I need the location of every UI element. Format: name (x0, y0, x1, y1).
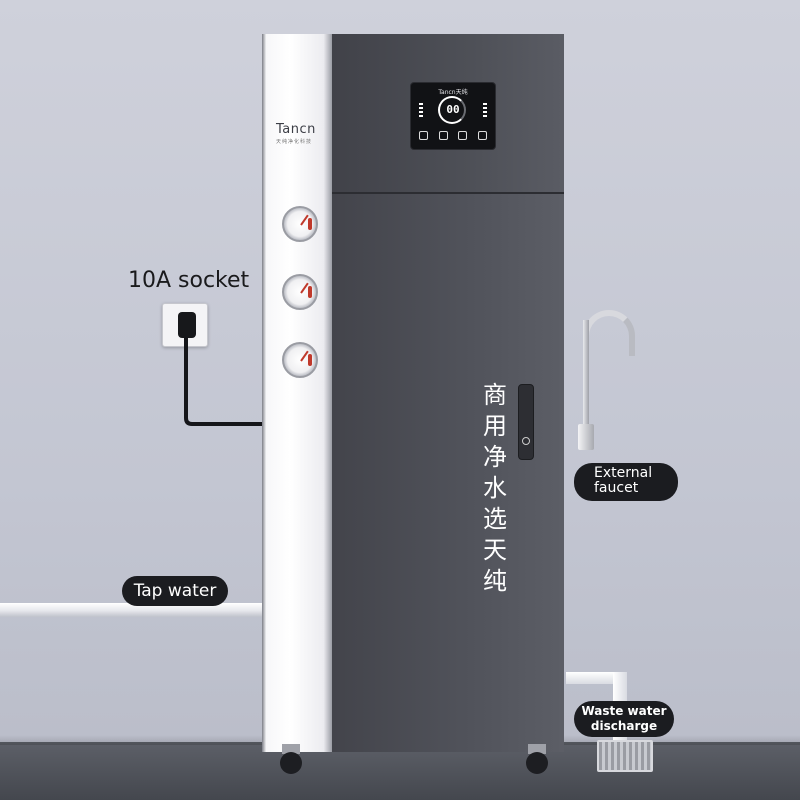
slogan-vertical-text: 商用净水选天纯 (483, 381, 507, 595)
wheel-mount (282, 744, 300, 754)
water-purifier-machine: Tancn 天纯净化科技 Tancn天纯 00 商用净水选天纯 (262, 34, 564, 752)
faucet-stem (583, 320, 589, 430)
external-faucet-label-line2: faucet (594, 480, 639, 496)
display-button-icon (419, 131, 428, 140)
display-button-icon (438, 131, 448, 140)
waste-water-label-line1: Waste water (581, 704, 667, 718)
display-button-icon (458, 131, 468, 140)
waste-water-label-line2: discharge (590, 719, 658, 733)
door-handle (518, 384, 534, 460)
display-digits: 00 (446, 103, 460, 116)
pressure-gauge-3 (282, 342, 318, 378)
pressure-gauge-2 (282, 274, 318, 310)
wheel-mount (528, 744, 546, 754)
external-faucet-label: External faucet (574, 463, 678, 501)
faucet-arc (583, 310, 635, 356)
display-level-bars-right (483, 103, 487, 117)
machine-side-panel: Tancn 天纯净化科技 (262, 34, 332, 752)
display-button-icon (477, 131, 487, 140)
socket-label: 10A socket (128, 268, 250, 293)
display-buttons (419, 131, 487, 140)
tap-water-label: Tap water (122, 576, 228, 606)
external-faucet-label-line1: External (594, 465, 653, 481)
display-level-bars-left (419, 103, 423, 117)
power-plug (178, 312, 196, 338)
control-display: Tancn天纯 00 (410, 82, 496, 150)
display-ring (438, 96, 466, 124)
brand-subtitle: 天纯净化科技 (276, 139, 313, 145)
pressure-gauge-1 (282, 206, 318, 242)
floor-drain (597, 740, 653, 772)
waste-pipe-horizontal (566, 672, 624, 684)
machine-front-door (332, 194, 564, 752)
caster-wheel (280, 752, 302, 774)
faucet-base (578, 424, 594, 450)
caster-wheel (526, 752, 548, 774)
waste-water-label: Waste water discharge (574, 701, 674, 737)
tap-water-pipe (0, 603, 268, 617)
lock-icon (522, 437, 530, 445)
display-brand: Tancn天纯 (438, 89, 468, 96)
brand-logo: Tancn (276, 122, 316, 137)
